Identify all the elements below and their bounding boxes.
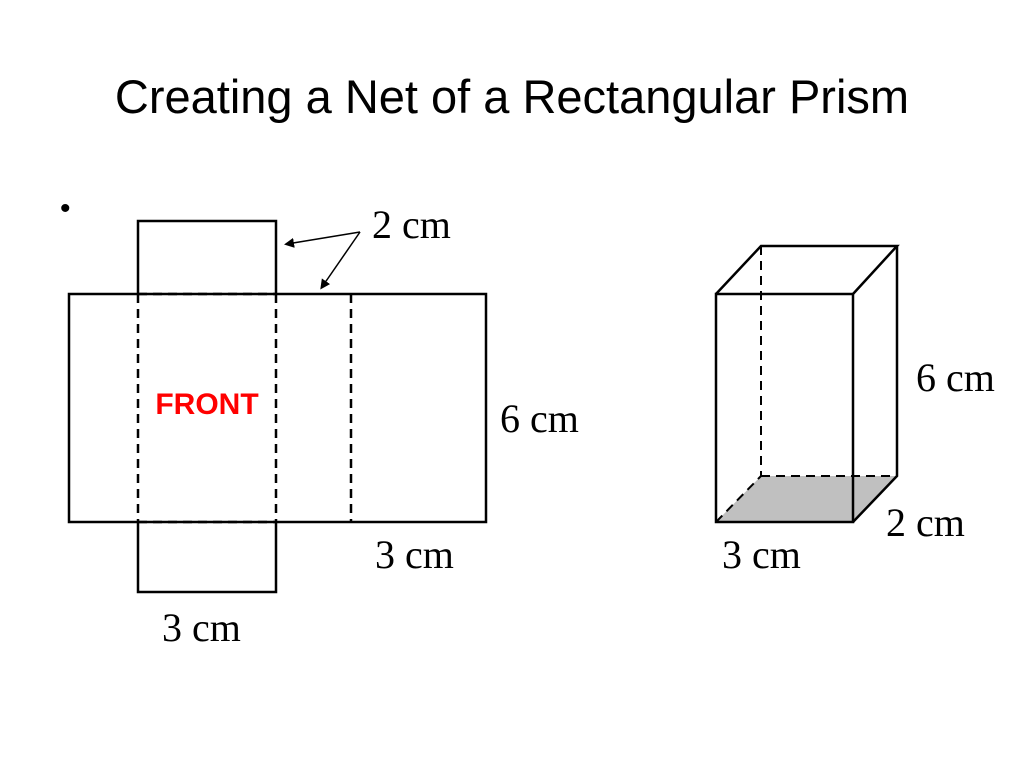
net-depth-label: 2 cm — [372, 202, 451, 247]
prism-front-face — [714, 292, 855, 524]
prism-3d — [714, 244, 900, 524]
net-side-width-label: 3 cm — [375, 532, 454, 577]
net-height-label: 6 cm — [500, 396, 579, 441]
arrow-to-side-panel — [320, 231, 361, 290]
prism-visible-edges — [714, 244, 900, 524]
prism-top-back-edges — [715, 244, 900, 295]
prism-net — [67, 219, 488, 594]
depth-pointer-arrows — [284, 231, 361, 290]
prism-width-label: 3 cm — [722, 532, 801, 577]
net-bottom-width-label: 3 cm — [162, 605, 241, 650]
bullet-marker: • — [60, 192, 71, 225]
front-label: FRONT — [155, 388, 258, 421]
prism-hidden-edges — [715, 246, 897, 523]
prism-depth-label: 2 cm — [886, 500, 965, 545]
net-bottom-flap — [136, 522, 278, 594]
net-top-flap — [136, 219, 278, 294]
net-fold-lines — [136, 292, 353, 524]
prism-base-face — [716, 476, 897, 522]
prism-right-back-edges — [852, 246, 899, 523]
slide-title: Creating a Net of a Rectangular Prism — [114, 70, 910, 123]
arrow-to-top-flap — [284, 231, 361, 248]
prism-height-label: 6 cm — [916, 355, 995, 400]
net-main-strip — [67, 292, 488, 524]
hidden-edge-left-bottom — [715, 475, 762, 523]
